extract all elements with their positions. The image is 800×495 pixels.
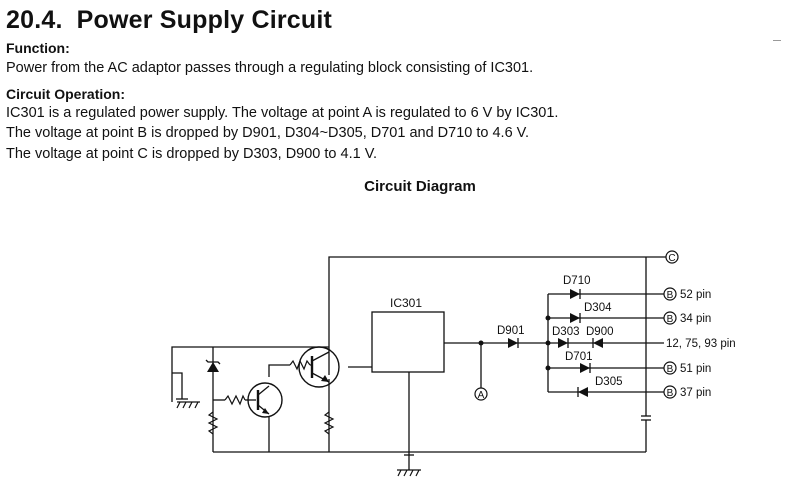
label-d304: D304	[584, 302, 612, 314]
label-d710: D710	[563, 275, 591, 287]
junction-dot	[545, 315, 551, 321]
ground-symbol	[176, 401, 200, 409]
point-c-marker: C	[665, 250, 679, 264]
operation-heading: Circuit Operation:	[6, 86, 126, 102]
function-heading: Function:	[6, 40, 70, 56]
margin-mark	[773, 40, 781, 41]
point-b-letter: B	[667, 388, 674, 399]
resistor	[323, 411, 335, 435]
diode-d303	[557, 337, 569, 349]
transistor	[247, 382, 283, 418]
point-c-letter: C	[668, 253, 675, 264]
label-d303: D303	[552, 326, 580, 338]
section-number: 20.4.	[6, 6, 63, 34]
point-a-marker: A	[474, 387, 488, 401]
operation-line-3: The voltage at point C is dropped by D30…	[6, 146, 378, 162]
point-b-letter: B	[667, 290, 674, 301]
ground-symbol	[397, 469, 421, 477]
operation-line-1: IC301 is a regulated power supply. The v…	[6, 105, 559, 121]
output-37-pin: 37 pin	[680, 387, 711, 399]
diode-d701	[579, 362, 591, 374]
section-heading: Power Supply Circuit	[76, 6, 333, 34]
diagram-title: Circuit Diagram	[364, 178, 476, 195]
point-b-letter: B	[667, 364, 674, 375]
diode-d304	[569, 312, 581, 324]
resistor	[224, 394, 246, 406]
point-b-marker: B	[663, 361, 677, 375]
output-34-pin: 34 pin	[680, 313, 711, 325]
function-text: Power from the AC adaptor passes through…	[6, 60, 534, 76]
output-52-pin: 52 pin	[680, 289, 711, 301]
label-d701: D701	[565, 351, 593, 363]
point-b-letter: B	[667, 314, 674, 325]
label-d900: D900	[586, 326, 614, 338]
label-d305: D305	[595, 376, 623, 388]
diode-d900	[592, 337, 604, 349]
junction-dot	[545, 365, 551, 371]
point-a-letter: A	[478, 390, 485, 401]
diode-d305	[577, 386, 589, 398]
section-title: 20.4. Power Supply Circuit	[6, 6, 332, 35]
label-d901: D901	[497, 325, 525, 337]
zener-diode	[205, 359, 221, 372]
output-multi-pin: 12, 75, 93 pin	[666, 338, 736, 350]
diode-d901	[507, 337, 519, 349]
wiring	[171, 256, 666, 470]
junction-dot	[545, 340, 551, 346]
transistor	[298, 346, 340, 388]
diode-d710	[569, 288, 581, 300]
junction-dot	[478, 340, 484, 346]
point-b-marker: B	[663, 385, 677, 399]
ic301-block	[371, 311, 445, 373]
point-b-marker: B	[663, 311, 677, 325]
ic301-label: IC301	[390, 296, 422, 310]
operation-line-2: The voltage at point B is dropped by D90…	[6, 125, 530, 141]
point-b-marker: B	[663, 287, 677, 301]
resistor	[207, 411, 219, 435]
output-51-pin: 51 pin	[680, 363, 711, 375]
